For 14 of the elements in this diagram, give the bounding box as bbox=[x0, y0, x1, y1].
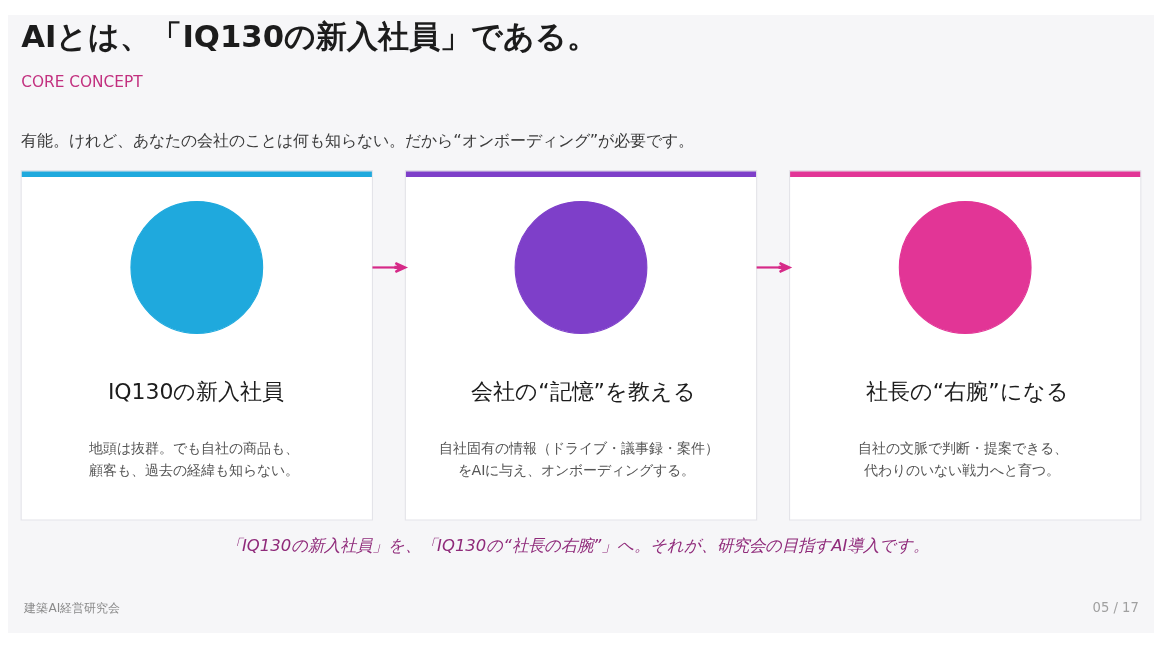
arrow bbox=[756, 261, 791, 273]
node-circle bbox=[898, 200, 1032, 334]
label: 「IQ130の新入社員」を、「IQ130の“社長の右腕”」へ。それが、研究会の目指すAI導入です。 bbox=[225, 535, 930, 555]
cluster: IQ130の新入社員 地頭は抜群。でも自社の商品も、顧客も、過去の経緯も知らない。 bbox=[20, 169, 373, 520]
node-circle bbox=[130, 200, 264, 334]
arrow bbox=[372, 261, 407, 273]
label: CORE CONCEPT bbox=[21, 72, 143, 91]
node-circle bbox=[514, 200, 648, 334]
cluster: 社長の“右腕”になる 自社の文脈で判断・提案できる、代わりのいない戦力へと育つ。 bbox=[789, 169, 1142, 520]
label: 05 / 17 bbox=[1092, 599, 1139, 615]
cluster: 会社の“記憶”を教える 自社固有の情報（ドライブ・議事録・案件）をAIに与え、オンボーディングする。 bbox=[404, 169, 758, 520]
label: 建築AI経営研究会 bbox=[24, 600, 121, 615]
diagram-title: AIとは、「IQ130の新入社員」である。 bbox=[21, 17, 599, 54]
label: 有能。けれど、あなたの会社のことは何も知らない。だから“オンボーディング”が必要です。 bbox=[21, 130, 695, 150]
